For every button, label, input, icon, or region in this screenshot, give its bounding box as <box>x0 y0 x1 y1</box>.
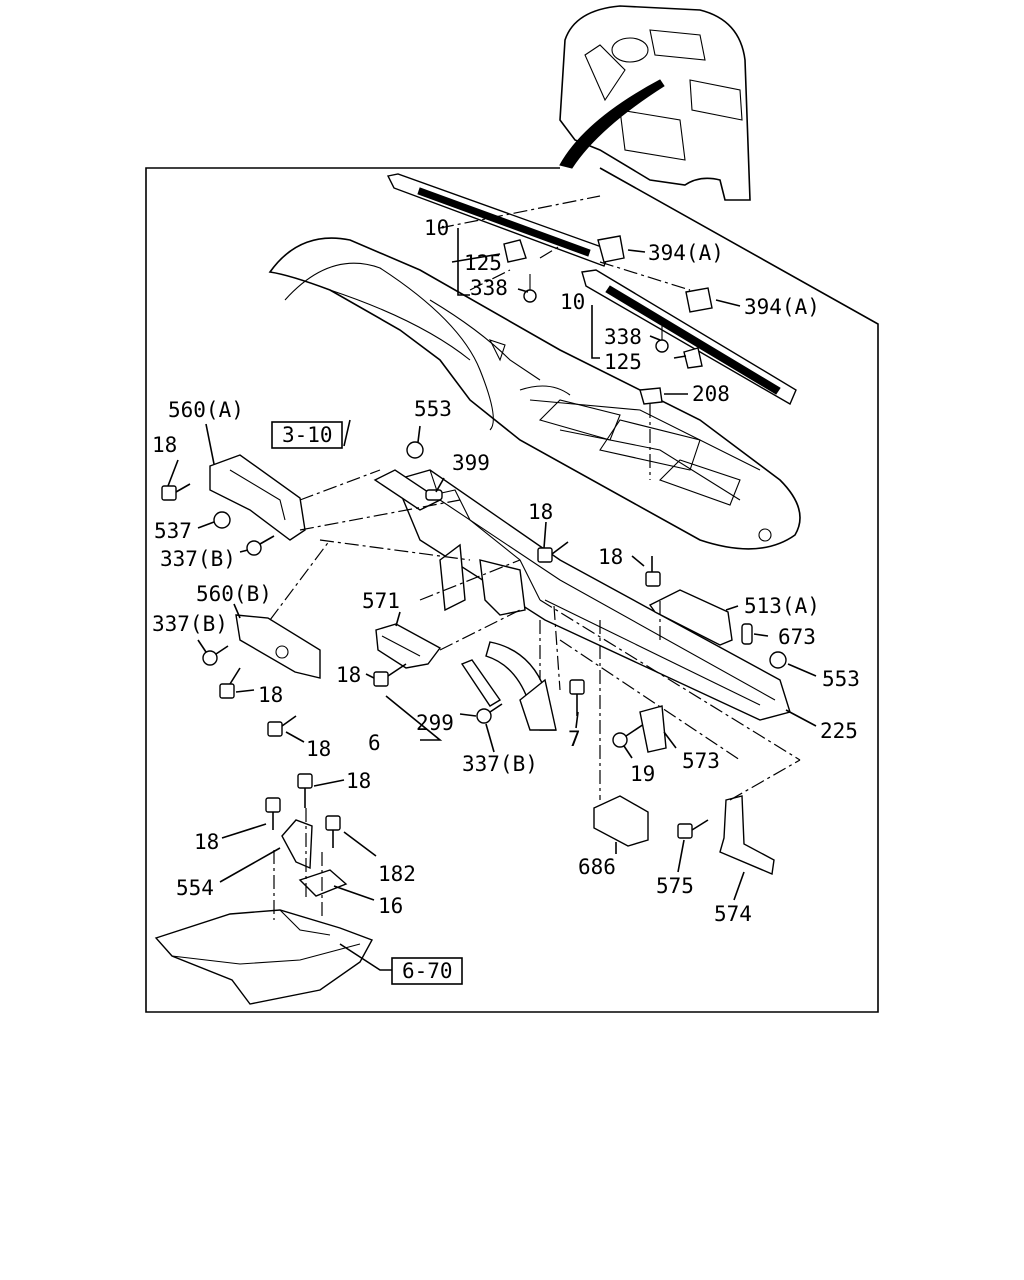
bolt-18-f <box>267 715 297 737</box>
bolt-18-h <box>265 797 281 830</box>
callout-337b-left: 337(B) <box>160 547 236 571</box>
bracket-574 <box>719 795 775 875</box>
pin-399 <box>425 489 443 501</box>
callout-560b: 560(B) <box>196 582 272 606</box>
callout-10-lower: 10 <box>560 290 585 314</box>
bolt-18-e <box>373 663 407 687</box>
clip-394a-lower <box>685 287 713 313</box>
bracket-513a <box>648 589 733 646</box>
callout-16: 16 <box>378 894 403 918</box>
screw-19 <box>612 723 645 748</box>
callout-686: 686 <box>578 855 616 879</box>
duct-571 <box>375 623 442 669</box>
leader-lines <box>167 228 817 971</box>
callout-125-upper: 125 <box>464 251 502 275</box>
callout-573: 573 <box>682 749 720 773</box>
callout-571: 571 <box>362 589 400 613</box>
bracket-560a <box>209 454 306 541</box>
phantom-lines <box>269 195 801 920</box>
floor-tunnel-panel <box>154 909 374 1005</box>
callout-18-floor-left: 18 <box>194 830 219 854</box>
screw-338-upper <box>523 274 537 303</box>
bolt-18-d <box>219 667 241 699</box>
callout-18-right: 18 <box>598 545 623 569</box>
callout-19: 19 <box>630 762 655 786</box>
callout-337b-strap: 337(B) <box>462 752 538 776</box>
callout-513a: 513(A) <box>744 594 820 618</box>
nut-537 <box>213 511 231 529</box>
bolt-18-b <box>537 541 569 563</box>
callout-299: 299 <box>416 711 454 735</box>
callout-18-center: 18 <box>528 500 553 524</box>
bolt-575 <box>677 819 709 839</box>
callout-394a-upper: 394(A) <box>648 241 724 265</box>
bracket-554 <box>281 819 313 870</box>
bolt-337b-c <box>476 703 503 724</box>
callout-394a-lower: 394(A) <box>744 295 820 319</box>
nut-553-right <box>769 651 787 669</box>
callout-125-lower: 125 <box>604 350 642 374</box>
callout-labels: 10 125 338 394(A) 10 394(A) 338 125 208 … <box>152 216 860 926</box>
callout-553-top: 553 <box>414 397 452 421</box>
callout-673: 673 <box>778 625 816 649</box>
callout-18-left-low: 18 <box>306 737 331 761</box>
strap-6 <box>485 641 557 731</box>
pin-299 <box>460 659 502 707</box>
bolt-337b-b <box>202 645 229 666</box>
bracket-560b <box>235 614 321 679</box>
callout-554: 554 <box>176 876 214 900</box>
clip-125-upper <box>503 239 527 263</box>
reference-3-10[interactable]: 3-10 <box>271 421 343 449</box>
callout-18-left-mid: 18 <box>258 683 283 707</box>
bracket-573 <box>639 705 667 753</box>
callout-574: 574 <box>714 902 752 926</box>
plate-16 <box>298 869 348 897</box>
callout-399: 399 <box>452 451 490 475</box>
callout-182: 182 <box>378 862 416 886</box>
callout-537: 537 <box>154 519 192 543</box>
clip-394a-upper <box>597 235 625 263</box>
diagram-frame <box>145 167 879 1013</box>
clip-125-lower <box>683 347 703 369</box>
callout-18-floor-top: 18 <box>346 769 371 793</box>
callout-225: 225 <box>820 719 858 743</box>
reference-3-10-label: 3-10 <box>282 423 333 447</box>
bolt-7 <box>569 679 585 716</box>
screw-338-lower <box>655 326 669 353</box>
bolt-18-g <box>297 773 313 808</box>
bolt-18-c <box>645 556 661 587</box>
bolt-18-a <box>161 483 191 501</box>
callout-338-upper: 338 <box>470 276 508 300</box>
callout-10-upper: 10 <box>424 216 449 240</box>
reference-6-70-label: 6-70 <box>402 959 453 983</box>
instrument-panel <box>268 237 801 550</box>
callout-575: 575 <box>656 874 694 898</box>
callout-560a: 560(A) <box>168 398 244 422</box>
sleeve-673 <box>741 623 753 645</box>
callout-338-lower: 338 <box>604 325 642 349</box>
callout-6: 6 <box>368 731 381 755</box>
defroster-grille-lower <box>581 269 797 406</box>
clip-208 <box>639 387 663 405</box>
vehicle-cab-thumbnail <box>559 5 751 201</box>
callout-208: 208 <box>692 382 730 406</box>
bolt-337b-a <box>246 535 275 556</box>
callout-7: 7 <box>568 727 581 751</box>
callout-337b-mid: 337(B) <box>152 612 228 636</box>
bolt-182 <box>325 815 341 848</box>
callout-18-left-top: 18 <box>152 433 177 457</box>
bracket-686 <box>593 795 649 847</box>
reference-6-70[interactable]: 6-70 <box>391 957 463 985</box>
callout-18-duct: 18 <box>336 663 361 687</box>
nut-553-top <box>406 441 424 459</box>
callout-553-right: 553 <box>822 667 860 691</box>
